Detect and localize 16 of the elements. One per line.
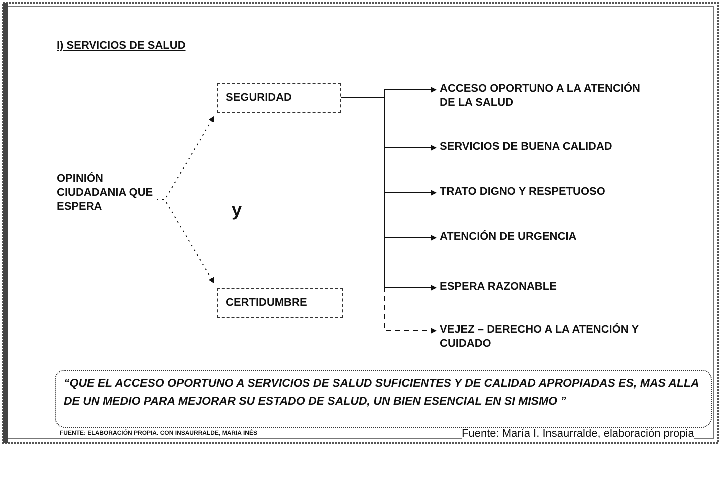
node-text: VEJEZ – DERECHO A LA ATENCIÓN Y CUIDADO <box>440 323 650 355</box>
arrow <box>340 97 437 334</box>
node-text: ESPERA RAZONABLE <box>440 280 690 296</box>
node-text: CERTIDUMBRE <box>226 297 308 309</box>
process-box <box>217 288 343 318</box>
process-box <box>217 83 341 113</box>
node-text: TRATO DIGNO Y RESPETUOSO <box>440 185 690 201</box>
node-text: ATENCIÓN DE URGENCIA <box>440 230 690 246</box>
arrow <box>156 200 214 284</box>
node-text: OPINIÓN CIUDADANIA QUE ESPERA <box>57 172 157 216</box>
node-text: SERVICIOS DE BUENA CALIDAD <box>440 140 710 156</box>
heading: I) SERVICIOS DE SALUD <box>57 40 186 52</box>
node-text: ACCESO OPORTUNO A LA ATENCIÓN DE LA SALUD <box>440 82 650 114</box>
node-text: SEGURIDAD <box>226 92 292 104</box>
connector-word: y <box>232 200 242 221</box>
node-text: “QUE EL ACCESO OPORTUNO A SERVICIOS DE SALUD SUFICIENTES Y DE CALIDAD APROPIADAS ES, MAS ALLA DE UN MEDIO PARA MEJORAR SU ESTADO DE SALUD, UN BIEN ESENCIAL EN SI MISMO ” <box>64 378 699 408</box>
